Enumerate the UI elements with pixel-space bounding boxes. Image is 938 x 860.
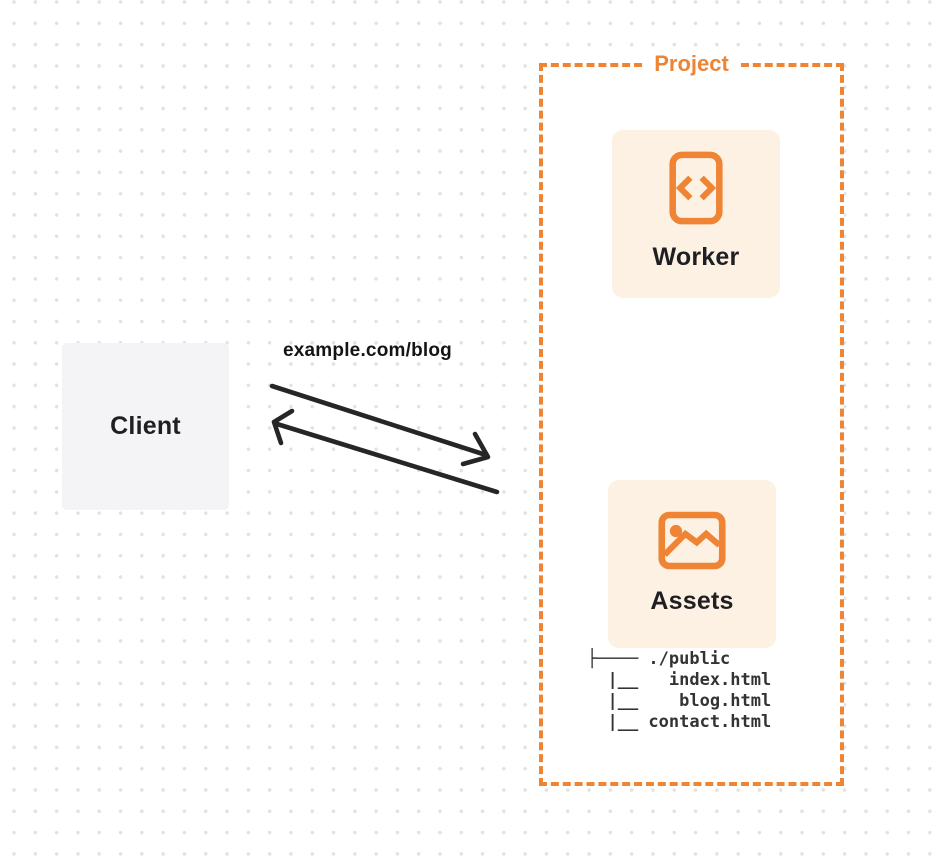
request-url-label: example.com/blog	[283, 340, 452, 361]
assets-label: Assets	[650, 587, 734, 615]
request-arrow	[269, 383, 491, 467]
worker-node: Worker	[612, 130, 780, 298]
project-label: Project	[645, 50, 738, 78]
assets-node: Assets	[608, 480, 776, 648]
tree-line-blog: |__ blog.html	[587, 691, 772, 711]
code-icon	[669, 151, 723, 225]
response-arrow	[271, 408, 500, 495]
worker-label: Worker	[652, 243, 740, 271]
tree-line-public: ├──── ./public	[587, 649, 731, 669]
tree-line-index: |__ index.html	[587, 670, 772, 690]
client-node: Client	[62, 343, 229, 510]
image-icon	[658, 511, 726, 570]
tree-line-contact: |__ contact.html	[587, 712, 772, 732]
file-tree: ├──── ./public |__ index.html |__ blog.h…	[587, 649, 771, 733]
project-boundary: Project Worker Assets ├──── ./public |__…	[539, 50, 844, 786]
client-label: Client	[110, 412, 181, 440]
